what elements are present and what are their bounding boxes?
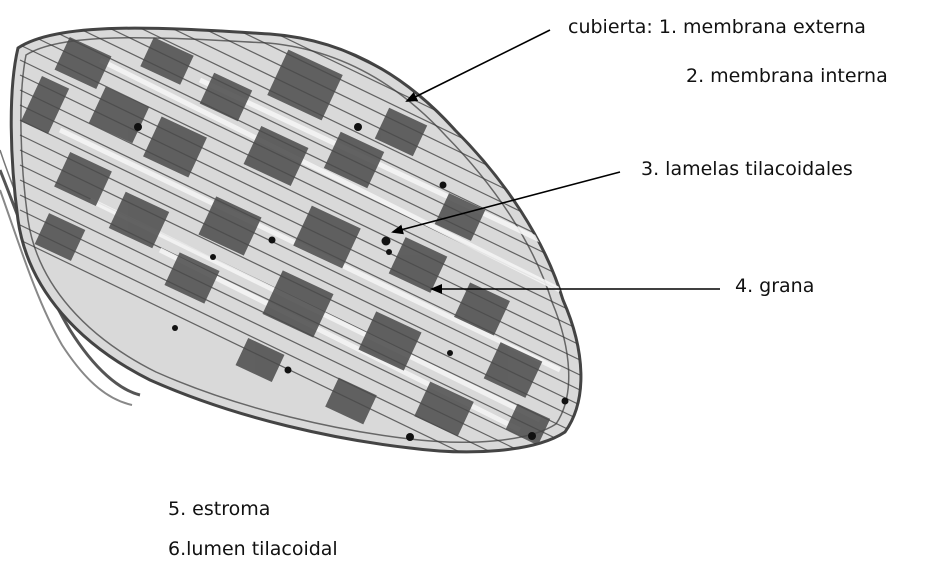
arrow-membrane (407, 30, 550, 101)
label-thylakoid-lumen: 6.lumen tilacoidal (168, 540, 338, 559)
label-inner-membrane: 2. membrana interna (686, 67, 888, 86)
label-grana: 4. grana (735, 277, 814, 296)
label-outer-membrane: cubierta: 1. membrana externa (568, 18, 866, 37)
chloroplast-body (11, 0, 581, 510)
label-stroma: 5. estroma (168, 500, 270, 519)
label-thylakoid-lamellae: 3. lamelas tilacoidales (641, 160, 853, 179)
